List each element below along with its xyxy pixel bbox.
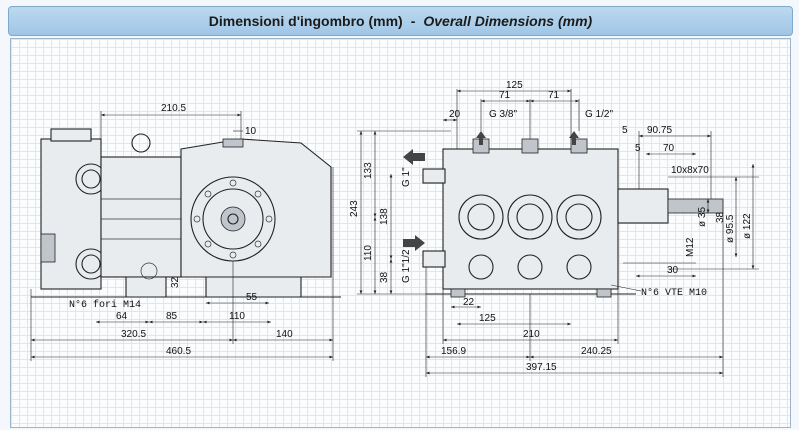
dim-front-156-9: 156.9 bbox=[441, 346, 466, 357]
front-cylinder-1 bbox=[458, 194, 504, 240]
dim-side-210-5: 210.5 bbox=[161, 103, 186, 114]
front-view: 125 71 71 20 G 3/8" G 1/2" 5 90.75 5 bbox=[349, 80, 759, 377]
dim-front-125-top: 125 bbox=[506, 80, 523, 91]
dim-front-125-bottom: 125 bbox=[479, 313, 496, 324]
front-port-g112: G 1"1/2 bbox=[401, 249, 412, 283]
front-vte-note: N°6 VTE M10 bbox=[641, 287, 707, 299]
dim-front-20: 20 bbox=[449, 109, 461, 120]
dim-front-keyway: 10x8x70 bbox=[671, 165, 709, 176]
dim-front-5-a: 5 bbox=[622, 125, 628, 136]
front-shaft bbox=[667, 198, 724, 214]
dim-side-64: 64 bbox=[116, 311, 128, 322]
front-outlet-pipe bbox=[422, 168, 446, 184]
dim-front-71-b: 71 bbox=[548, 90, 560, 101]
dim-side-320-5: 320.5 bbox=[121, 329, 146, 340]
dim-front-240-25: 240.25 bbox=[581, 346, 612, 357]
dim-front-phi95-5: ø 95.5 bbox=[725, 214, 736, 243]
title-bar: Dimensioni d'ingombro (mm) - Overall Dim… bbox=[8, 6, 793, 36]
front-inlet-pipe bbox=[422, 250, 446, 268]
dim-front-22: 22 bbox=[463, 297, 475, 308]
side-foot-left bbox=[125, 276, 167, 298]
front-valve-3 bbox=[566, 254, 592, 280]
title-english: Overall Dimensions (mm) bbox=[423, 13, 593, 29]
front-shaft-housing bbox=[617, 188, 669, 224]
dim-side-55: 55 bbox=[246, 292, 258, 303]
dim-front-71-a: 71 bbox=[499, 90, 511, 101]
front-cylinder-2 bbox=[507, 194, 553, 240]
title-separator: - bbox=[410, 13, 416, 29]
dim-side-110: 110 bbox=[229, 311, 245, 322]
dim-front-210: 210 bbox=[523, 329, 540, 340]
side-head-top-cap bbox=[50, 128, 92, 142]
dim-front-5-b: 5 bbox=[635, 143, 641, 154]
dim-front-phi35: ø 35 bbox=[697, 207, 708, 227]
side-bearing-cover-inner bbox=[202, 188, 264, 250]
front-cylinder-3 bbox=[556, 194, 602, 240]
front-manifold bbox=[442, 148, 619, 290]
dim-side-85: 85 bbox=[166, 311, 178, 322]
dim-front-90-75: 90.75 bbox=[647, 125, 672, 136]
side-plunger-section bbox=[100, 156, 182, 278]
front-port-g1: G 1" bbox=[401, 167, 412, 187]
technical-drawing-area: 210.5 10 32 55 N°6 fori M14 64 85 110 32… bbox=[10, 38, 791, 428]
dim-front-38-shaft: 38 bbox=[715, 211, 726, 223]
outlet-arrow-icon bbox=[403, 149, 425, 165]
side-shaft-end bbox=[220, 206, 246, 232]
dim-front-133: 133 bbox=[363, 162, 374, 179]
dim-front-138: 138 bbox=[379, 208, 390, 225]
front-port-g38: G 3/8" bbox=[489, 109, 517, 120]
dim-side-10: 10 bbox=[245, 126, 257, 137]
up-arrow-icon-2 bbox=[569, 131, 579, 145]
side-port-lower-inner bbox=[81, 254, 101, 274]
dim-side-32: 32 bbox=[170, 276, 181, 288]
side-holes-note: N°6 fori M14 bbox=[69, 299, 141, 311]
dim-front-m12: M12 bbox=[685, 237, 696, 257]
front-port-g12: G 1/2" bbox=[585, 109, 613, 120]
dim-front-phi122: ø 122 bbox=[742, 213, 753, 239]
dim-front-243: 243 bbox=[349, 200, 360, 217]
side-lifting-eye bbox=[131, 133, 151, 153]
dim-front-38: 38 bbox=[379, 271, 390, 283]
dim-front-30: 30 bbox=[667, 265, 679, 276]
dim-front-110: 110 bbox=[363, 245, 374, 261]
front-valve-2 bbox=[517, 254, 543, 280]
side-crankcase bbox=[180, 138, 332, 278]
side-manifold-head bbox=[40, 138, 102, 290]
dim-side-460-5: 460.5 bbox=[166, 346, 191, 357]
side-oil-cap bbox=[222, 138, 244, 148]
up-arrow-icon-1 bbox=[476, 131, 486, 145]
dimension-drawing: 210.5 10 32 55 N°6 fori M14 64 85 110 32… bbox=[30, 80, 759, 377]
front-port-top-2 bbox=[521, 138, 539, 154]
dim-side-140: 140 bbox=[276, 329, 293, 340]
dim-front-70: 70 bbox=[663, 143, 675, 154]
inlet-arrow-icon bbox=[403, 235, 425, 251]
side-valve-block bbox=[40, 233, 56, 263]
title-italian: Dimensioni d'ingombro (mm) bbox=[208, 13, 403, 29]
dim-front-397-15: 397.15 bbox=[526, 362, 557, 373]
front-valve-1 bbox=[468, 254, 494, 280]
side-view: 210.5 10 32 55 N°6 fori M14 64 85 110 32… bbox=[30, 103, 341, 361]
side-port-upper-inner bbox=[81, 169, 101, 189]
